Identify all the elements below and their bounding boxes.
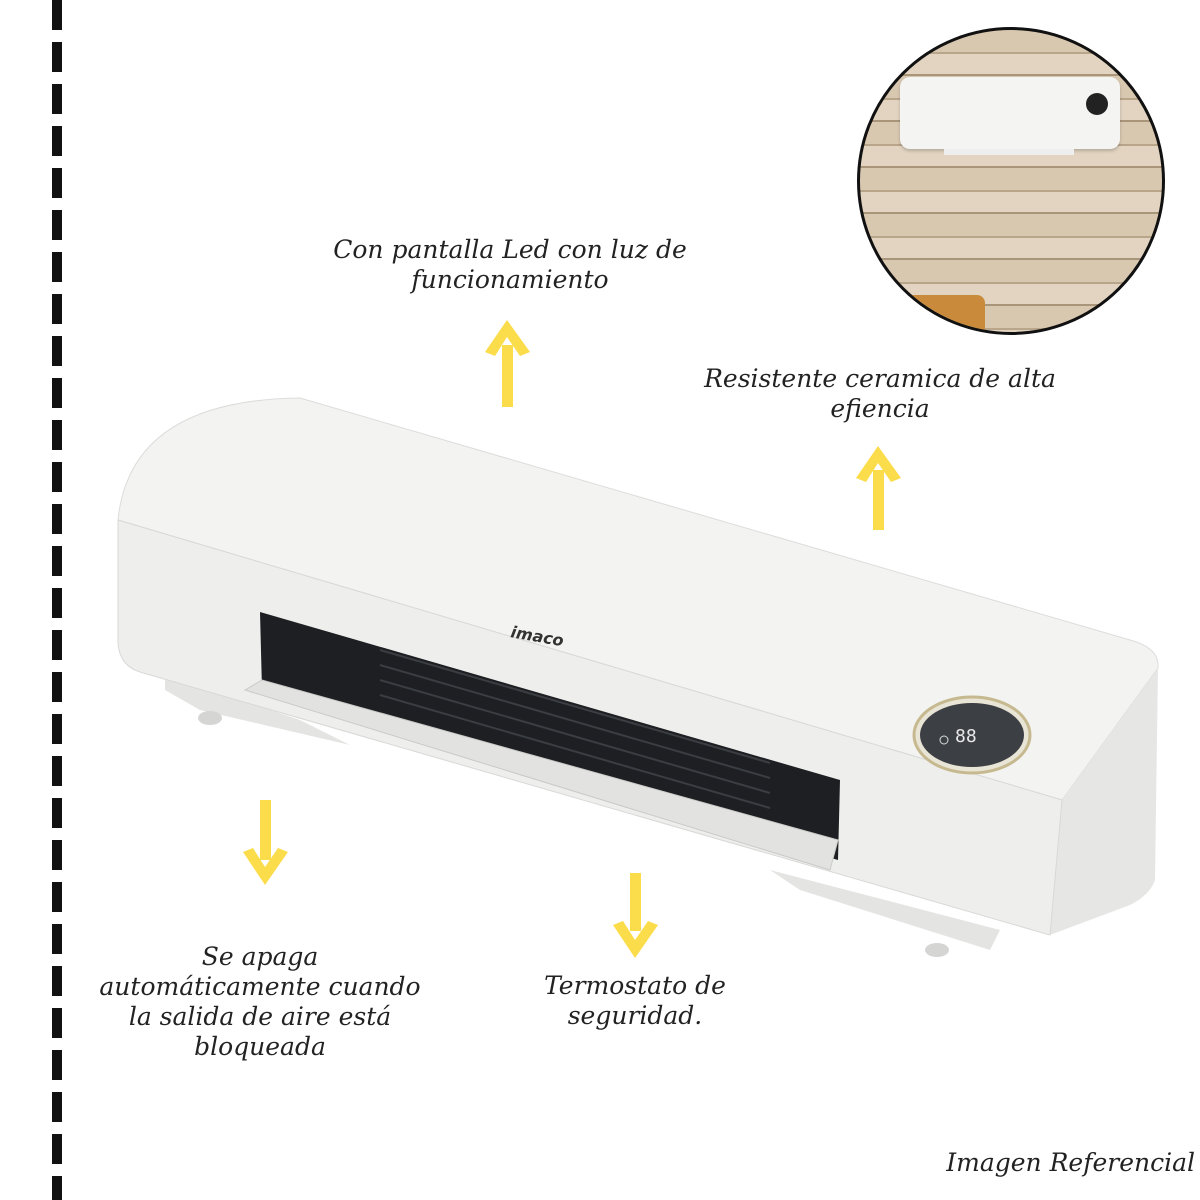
vent-grille bbox=[379, 649, 771, 809]
power-icon bbox=[939, 735, 949, 745]
vent-flap bbox=[243, 679, 839, 871]
label-auto-off: Se apaga automáticamente cuando la salid… bbox=[99, 942, 421, 1061]
air-vent bbox=[260, 612, 840, 860]
display-digits: 88 bbox=[955, 726, 977, 747]
label-thermostat: Termostato de seguridad. bbox=[544, 971, 726, 1030]
inset-sofa bbox=[905, 295, 985, 332]
inset-display bbox=[1086, 93, 1108, 115]
label-ceramic: Resistente ceramica de alta efiencia bbox=[704, 364, 1056, 423]
dashed-border bbox=[52, 0, 62, 1200]
wall-mounted-inset-photo bbox=[857, 27, 1165, 335]
label-led-display: Con pantalla Led con luz de funcionamien… bbox=[333, 235, 687, 294]
arrow-up-icon bbox=[856, 446, 901, 530]
heater-side bbox=[1050, 668, 1158, 935]
heater-top bbox=[117, 397, 1159, 801]
led-display bbox=[920, 703, 1024, 767]
right-foot bbox=[770, 870, 1000, 950]
arrows bbox=[243, 320, 901, 958]
arrow-down-icon bbox=[243, 800, 288, 885]
label-reference-image: Imagen Referencial bbox=[946, 1148, 1195, 1177]
arrow-up-icon bbox=[485, 320, 530, 407]
inset-heater bbox=[900, 77, 1120, 149]
inset-vent bbox=[944, 149, 1074, 155]
arrow-down-icon bbox=[613, 873, 658, 958]
